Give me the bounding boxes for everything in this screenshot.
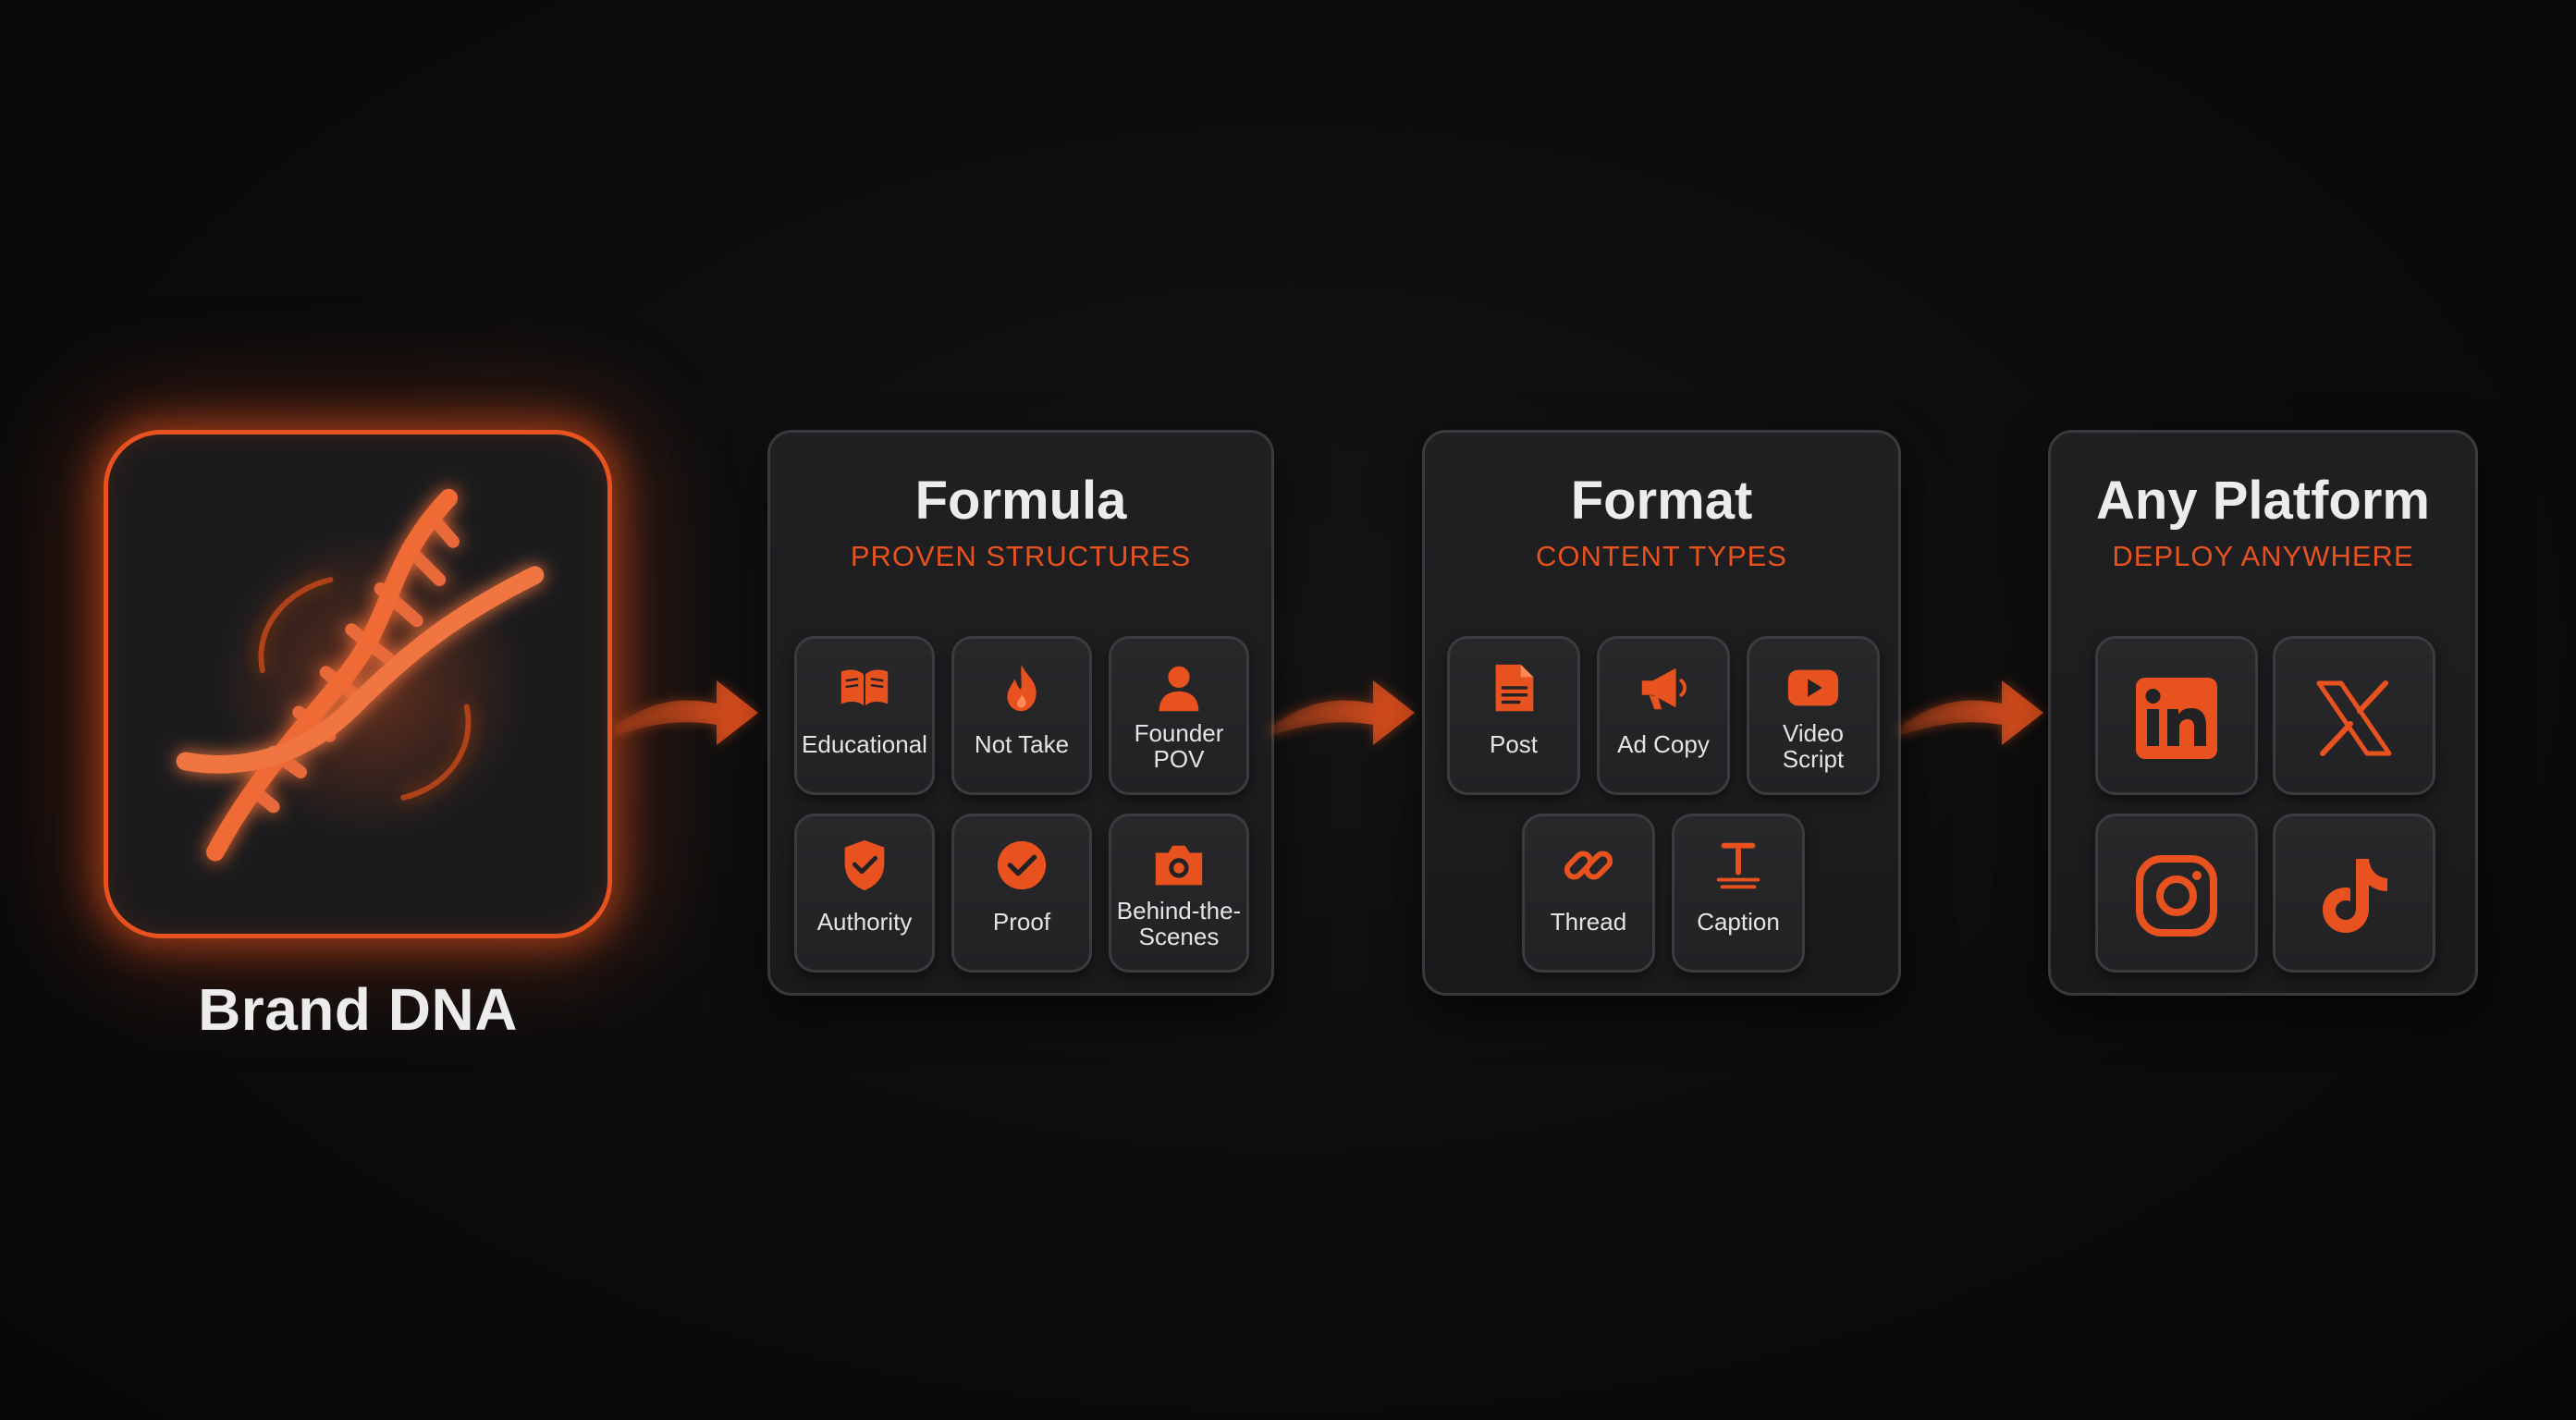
- arrow-right-icon: [615, 680, 758, 745]
- flow-arrow-1: [610, 662, 767, 764]
- brand-dna-tile: [104, 430, 612, 938]
- platform-subtitle: DEPLOY ANYWHERE: [2112, 540, 2414, 572]
- flow-arrow-2: [1267, 662, 1424, 764]
- platform-item-tiktok[interactable]: [2273, 814, 2435, 973]
- platform-title: Any Platform: [2096, 471, 2430, 531]
- camera-icon: [1155, 845, 1203, 886]
- formula-subtitle: PROVEN STRUCTURES: [850, 540, 1192, 572]
- text-icon: [1716, 842, 1760, 889]
- formula-item-authority[interactable]: Authority: [794, 814, 935, 973]
- check-circle-icon: [997, 840, 1047, 890]
- platform-panel: Any Platform DEPLOY ANYWHERE: [2048, 430, 2478, 996]
- formula-item-proof[interactable]: Proof: [951, 814, 1092, 973]
- formula-item-label: Not Take: [974, 730, 1070, 758]
- formula-item-educational[interactable]: Educational: [794, 636, 935, 795]
- book-icon: [840, 669, 889, 706]
- formula-item-not-take[interactable]: Not Take: [951, 636, 1092, 795]
- format-title: Format: [1570, 471, 1753, 531]
- instagram-icon: [2136, 855, 2217, 936]
- formula-item-label: Educational: [802, 730, 927, 758]
- brand-dna-label: Brand DNA: [198, 976, 518, 1043]
- format-item-label: Thread: [1550, 908, 1627, 936]
- formula-title: Formula: [914, 471, 1127, 531]
- format-item-caption[interactable]: Caption: [1672, 814, 1805, 973]
- person-icon: [1159, 666, 1199, 712]
- flame-icon: [1007, 664, 1037, 712]
- formula-item-label: Behind-the-Scenes: [1116, 897, 1242, 950]
- format-item-label: Ad Copy: [1617, 730, 1710, 758]
- arrow-right-icon: [1900, 680, 2043, 745]
- flow-arrow-3: [1895, 662, 2053, 764]
- play-icon: [1787, 669, 1839, 706]
- document-icon: [1495, 664, 1534, 712]
- arrow-right-icon: [1271, 680, 1415, 745]
- format-item-post[interactable]: Post: [1447, 636, 1580, 795]
- x-icon: [2316, 680, 2392, 756]
- linkedin-icon: [2136, 678, 2217, 759]
- platform-item-instagram[interactable]: [2095, 814, 2258, 973]
- format-item-thread[interactable]: Thread: [1522, 814, 1655, 973]
- link-icon: [1564, 851, 1613, 880]
- formula-item-behind-the-scenes[interactable]: Behind-the-Scenes: [1109, 814, 1249, 973]
- formula-panel: Formula PROVEN STRUCTURES Educational No…: [767, 430, 1274, 996]
- format-item-ad-copy[interactable]: Ad Copy: [1597, 636, 1730, 795]
- shield-check-icon: [844, 839, 885, 891]
- format-subtitle: CONTENT TYPES: [1536, 540, 1787, 572]
- formula-item-label: Proof: [992, 908, 1051, 936]
- dna-icon: [176, 488, 545, 862]
- format-item-label: Post: [1489, 730, 1539, 758]
- tiktok-icon: [2323, 859, 2387, 933]
- megaphone-icon: [1641, 667, 1687, 710]
- platform-item-x[interactable]: [2273, 636, 2435, 795]
- format-panel: Format CONTENT TYPES Post Ad Copy: [1422, 430, 1901, 996]
- platform-item-linkedin[interactable]: [2095, 636, 2258, 795]
- format-item-label: Caption: [1697, 908, 1780, 936]
- formula-item-label: Authority: [816, 908, 913, 936]
